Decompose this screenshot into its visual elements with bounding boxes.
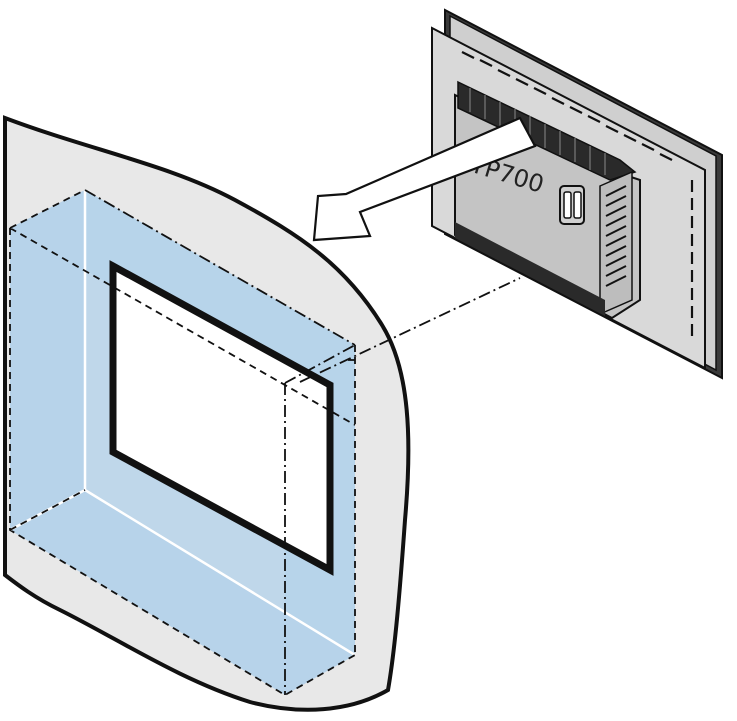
alignment-line: [299, 277, 521, 383]
vent-slots-top: [461, 51, 673, 161]
insertion-arrow: [312, 116, 537, 242]
housing-bottom-ribs: [455, 222, 605, 316]
mounting-panel: [3, 115, 411, 712]
construction-lines: [84, 189, 356, 695]
side-vent-lines: [605, 185, 627, 287]
usb-slot-1: [563, 191, 572, 219]
hidden-edges: [9, 189, 356, 697]
housing-side-vents: [599, 170, 633, 316]
cutout-frame-left: [10, 190, 85, 530]
cutout-frame-bottom: [10, 490, 355, 695]
rib-lines: [469, 88, 606, 175]
hmi-device: TP700: [431, 8, 723, 380]
panel-cutout-opening: [109, 260, 334, 576]
usb-slot-2: [573, 191, 582, 219]
